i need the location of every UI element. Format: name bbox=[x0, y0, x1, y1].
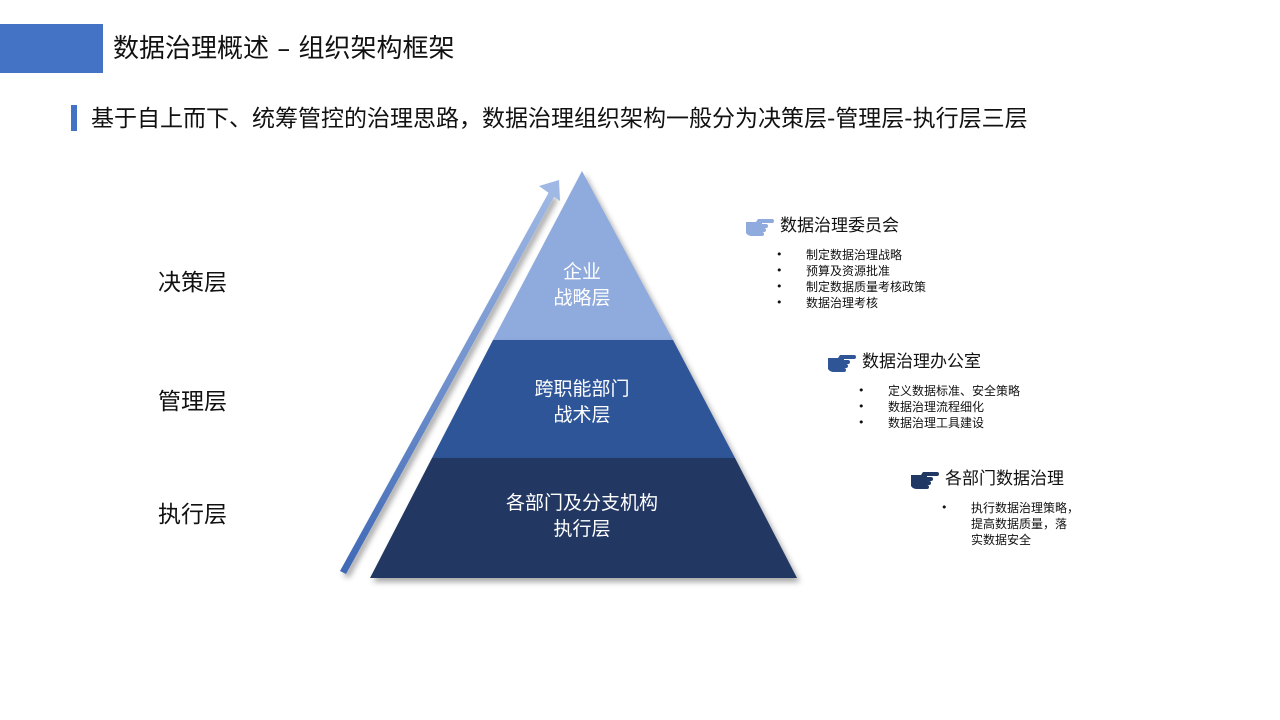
pointing-hand-icon bbox=[746, 219, 774, 236]
group-bullets: 执行数据治理策略， 提高数据质量，落 实数据安全 bbox=[941, 500, 1079, 548]
layer-label-execution: 执行层 bbox=[158, 502, 227, 528]
bullet-item: 数据治理流程细化 bbox=[858, 399, 1020, 415]
layer-label-management: 管理层 bbox=[158, 389, 227, 415]
group-header: 数据治理委员会 bbox=[744, 213, 926, 239]
pointing-hand-icon bbox=[911, 472, 939, 489]
tier-line: 各部门及分支机构 bbox=[505, 492, 658, 514]
tier-line: 跨职能部门 bbox=[534, 378, 630, 400]
hand-shape bbox=[746, 219, 774, 236]
tier-line: 战术层 bbox=[553, 404, 611, 426]
layer-label-decision: 决策层 bbox=[158, 270, 227, 296]
pointing-hand-icon bbox=[828, 355, 856, 372]
pyramid-tier-strategic bbox=[493, 171, 673, 340]
tier-label-strategic: 企业 战略层 bbox=[462, 259, 702, 311]
group-departments: 各部门数据治理 执行数据治理策略， 提高数据质量，落 实数据安全 bbox=[909, 466, 1079, 548]
bullet-item: 预算及资源批准 bbox=[776, 263, 926, 279]
header-accent-block bbox=[0, 24, 103, 73]
pyramid-tier-tactical bbox=[432, 340, 735, 458]
group-bullets: 制定数据治理战略 预算及资源批准 制定数据质量考核政策 数据治理考核 bbox=[776, 247, 926, 311]
tier-label-execution: 各部门及分支机构 执行层 bbox=[462, 490, 702, 542]
tier-line: 企业 bbox=[562, 261, 601, 283]
hand-shape bbox=[911, 472, 939, 489]
group-committee: 数据治理委员会 制定数据治理战略 预算及资源批准 制定数据质量考核政策 数据治理… bbox=[744, 213, 926, 311]
group-header: 数据治理办公室 bbox=[826, 349, 1020, 375]
page-title: 数据治理概述 – 组织架构框架 bbox=[113, 34, 455, 64]
group-bullets: 定义数据标准、安全策略 数据治理流程细化 数据治理工具建设 bbox=[858, 383, 1020, 431]
tier-label-tactical: 跨职能部门 战术层 bbox=[462, 376, 702, 428]
subtitle: 基于自上而下、统筹管控的治理思路，数据治理组织架构一般分为决策层-管理层-执行层… bbox=[91, 106, 1028, 132]
bullet-item: 定义数据标准、安全策略 bbox=[858, 383, 1020, 399]
bullet-item: 制定数据质量考核政策 bbox=[776, 279, 926, 295]
group-header: 各部门数据治理 bbox=[909, 466, 1079, 492]
hand-shape bbox=[828, 355, 856, 372]
tier-line: 战略层 bbox=[553, 287, 611, 309]
bullet-item: 数据治理考核 bbox=[776, 295, 926, 311]
bullet-item: 执行数据治理策略， 提高数据质量，落 实数据安全 bbox=[941, 500, 1079, 548]
group-title: 数据治理委员会 bbox=[780, 216, 899, 236]
bullet-item: 制定数据治理战略 bbox=[776, 247, 926, 263]
subtitle-marker bbox=[71, 105, 77, 131]
group-title: 各部门数据治理 bbox=[945, 469, 1064, 489]
upward-arrow bbox=[340, 180, 560, 574]
group-office: 数据治理办公室 定义数据标准、安全策略 数据治理流程细化 数据治理工具建设 bbox=[826, 349, 1020, 431]
pyramid-tier-execution bbox=[370, 458, 797, 578]
tier-line: 执行层 bbox=[553, 518, 611, 540]
group-title: 数据治理办公室 bbox=[862, 352, 981, 372]
bullet-item: 数据治理工具建设 bbox=[858, 415, 1020, 431]
